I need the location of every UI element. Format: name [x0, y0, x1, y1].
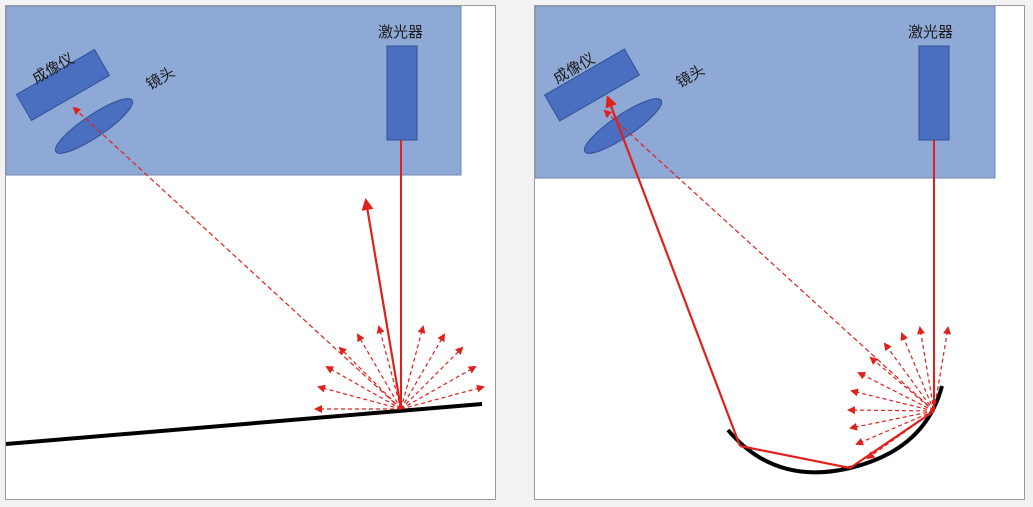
- secondary-reflection-to-imager: [605, 95, 742, 447]
- multi-reflection-path: [739, 410, 935, 470]
- diffuse-ray-to-imager: [72, 106, 402, 410]
- imager-device: [543, 48, 641, 122]
- curved-surface-panel: 成像仪 镜头 激光器: [534, 5, 1025, 500]
- laser-label: 激光器: [908, 23, 953, 41]
- target-surface-flat: [6, 402, 483, 446]
- specular-reflection-ray: [361, 198, 403, 410]
- sensor-housing: [535, 6, 996, 179]
- scatter-fan: [847, 326, 951, 460]
- laser-device: [386, 45, 418, 141]
- flat-surface-panel: 成像仪 镜头 激光器: [5, 5, 496, 500]
- laser-label: 激光器: [378, 23, 423, 41]
- laser-device: [918, 45, 950, 141]
- flat-surface-diagram: 成像仪 镜头 激光器: [6, 6, 485, 446]
- imager-device: [15, 48, 111, 122]
- scatter-fan: [314, 325, 485, 413]
- curved-surface-diagram: 成像仪 镜头 激光器: [535, 6, 996, 475]
- lens-element: [583, 98, 663, 154]
- target-surface-curved: [726, 385, 944, 475]
- diffuse-ray-to-imager: [603, 109, 935, 412]
